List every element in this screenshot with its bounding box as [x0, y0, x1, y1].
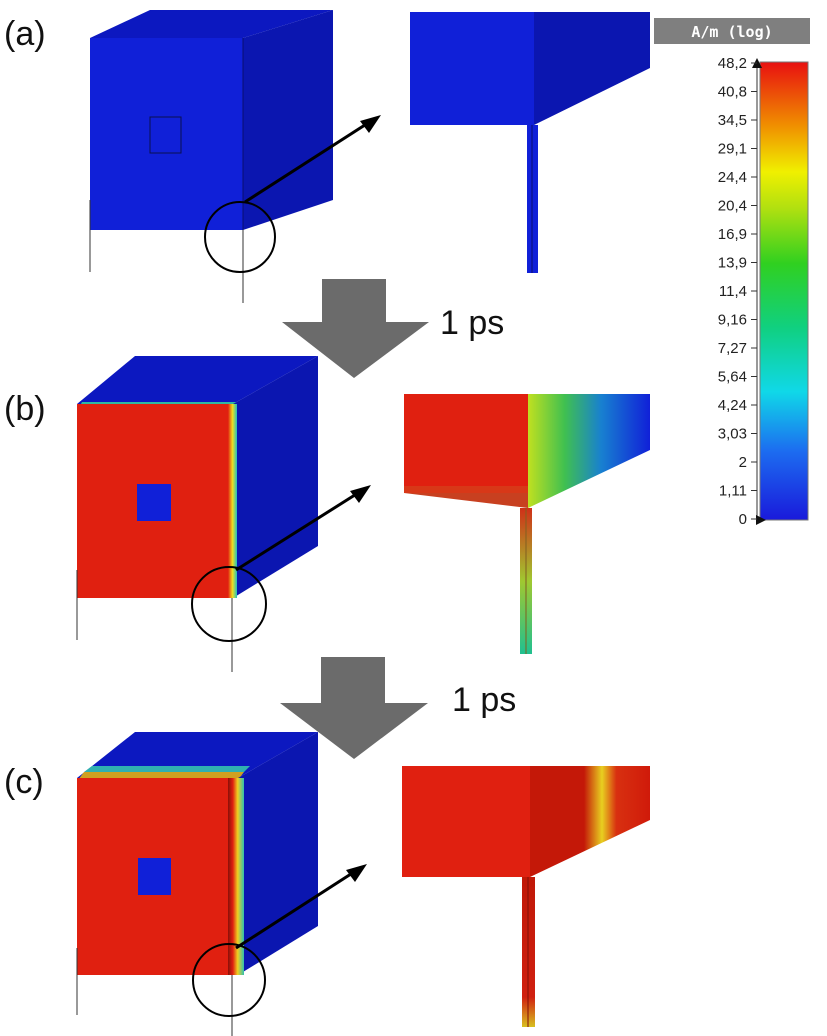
zoom-detail-a [410, 12, 650, 273]
panel-label-a: (a) [4, 15, 46, 53]
cube-b-top [77, 356, 318, 404]
zoom-arrow-b-head [350, 485, 371, 503]
scale-tick-label: 7,27 [718, 340, 747, 357]
zoom-detail-b [404, 394, 650, 654]
cube-b [77, 356, 318, 598]
zoom-arrow-c-head [346, 864, 367, 882]
cube-a-front [90, 38, 243, 230]
cube-c-side [238, 732, 318, 975]
zoom-circle-b [191, 566, 267, 642]
cube-a-side [243, 10, 333, 230]
zoom-arrow-b [235, 491, 359, 572]
step-label-1: 1 ps [440, 304, 504, 342]
panel-label-c: (c) [4, 763, 44, 801]
scale-tick-label: 3,03 [718, 426, 747, 443]
zoom-circle-c [192, 943, 266, 1017]
step-label-2: 1 ps [452, 681, 516, 719]
cube-c [77, 732, 318, 975]
scale-tick-label: 16,9 [718, 226, 747, 243]
zoom-circle-a [204, 201, 276, 273]
down-arrow-1 [282, 279, 429, 378]
cube-a [90, 10, 333, 230]
scale-tick-label: 4,24 [718, 397, 747, 414]
zoom-a-side [534, 12, 650, 125]
color-scale-ticks: 48,2 40,8 34,5 29,1 24,4 20,4 16,9 13,9 11,4 9,16… [718, 55, 757, 528]
zoom-arrow-c [235, 870, 355, 950]
scale-tick-label: 2 [739, 454, 747, 471]
cube-b-edge [228, 404, 237, 598]
scale-tick-label: 9,16 [718, 312, 747, 329]
panel-c: (c) [4, 732, 650, 1036]
color-scale-title: A/m (log) [691, 23, 772, 41]
scale-tick-label: 1,11 [719, 483, 747, 500]
scale-tick-label: 40,8 [718, 84, 747, 101]
zoom-b-front [404, 394, 528, 493]
cube-a-top [90, 10, 333, 38]
color-scale-bar [759, 61, 809, 521]
down-arrow-2 [280, 657, 428, 759]
scale-tick-label: 13,9 [718, 255, 747, 272]
zoom-c-front [402, 766, 530, 877]
scale-tick-label: 20,4 [718, 198, 747, 215]
color-scale: A/m (log) 48,2 40,8 34,5 29,1 24,4 20,4 16,9 13… [654, 18, 810, 528]
step-arrow-2: 1 ps [280, 657, 516, 759]
step-arrow-1: 1 ps [282, 279, 504, 378]
cube-b-side [233, 356, 318, 598]
cube-b-port [137, 484, 171, 521]
panel-b: (b) [4, 356, 650, 672]
zoom-arrow-a [244, 121, 369, 204]
scale-tick-label: 34,5 [718, 112, 747, 129]
scale-bottom-arrow-icon [756, 515, 766, 525]
scale-tick-label: 0 [739, 511, 747, 528]
scale-tick-label: 48,2 [718, 55, 747, 72]
zoom-b-side [528, 394, 650, 508]
scale-tick-label: 24,4 [718, 169, 747, 186]
color-scale-header [654, 18, 810, 44]
cube-c-edge [228, 778, 244, 975]
scale-tick-label: 29,1 [718, 141, 747, 158]
zoom-detail-c [402, 766, 650, 1027]
zoom-a-front [410, 12, 534, 125]
zoom-arrow-a-head [360, 115, 381, 133]
scale-tick-label: 11,4 [719, 283, 747, 300]
scale-tick-label: 5,64 [718, 369, 747, 386]
zoom-c-side [530, 766, 650, 877]
panel-a: (a) [4, 10, 650, 303]
cube-c-port [138, 858, 171, 895]
cube-a-port [149, 116, 182, 154]
panel-label-b: (b) [4, 390, 46, 428]
